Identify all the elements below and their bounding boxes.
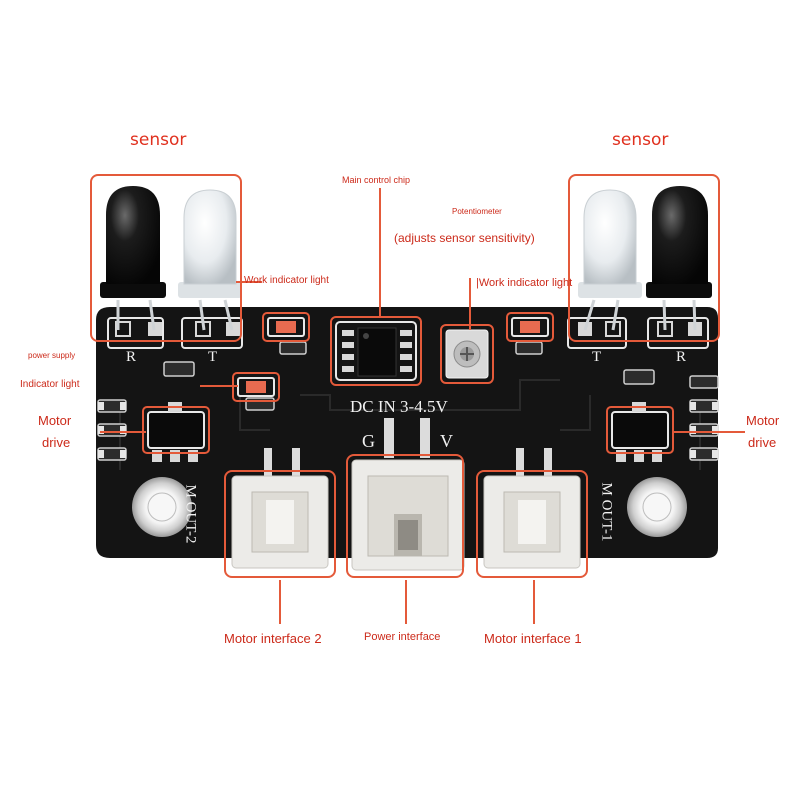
ir-emitter-left xyxy=(178,189,242,298)
power-led-box xyxy=(232,372,280,402)
motor-driver-left-box xyxy=(142,406,210,454)
ir-receiver-right xyxy=(646,186,712,298)
label-work-light-right: |Work indicator light xyxy=(476,277,573,289)
label-motor-interface-2: Motor interface 2 xyxy=(224,631,322,646)
label-motor-drive-left-1: Motor xyxy=(38,413,72,428)
sensor-left-box xyxy=(90,174,242,342)
main-chip-box xyxy=(330,316,422,386)
silk-m-out-1: M OUT-1 xyxy=(598,482,615,542)
label-motor-drive-left-2: drive xyxy=(42,435,71,450)
sensor-right-box xyxy=(568,174,720,342)
label-motor-drive-right-2: drive xyxy=(748,435,777,450)
work-led-right-box xyxy=(506,312,554,342)
motor-driver-right-box xyxy=(606,406,674,454)
work-led-left xyxy=(267,317,305,337)
silk-r-right: R xyxy=(676,349,687,365)
potentiometer xyxy=(445,329,489,379)
power-connector-body xyxy=(351,459,465,571)
silk-dc-in: DC IN 3-4.5V xyxy=(350,397,448,416)
silk-v: V xyxy=(440,431,453,451)
label-sensor-right: sensor xyxy=(612,130,669,150)
ir-emitter-right xyxy=(578,189,642,298)
silk-t-left: T xyxy=(208,349,218,365)
label-sensor-left: sensor xyxy=(130,130,187,150)
motor-connector-1-body xyxy=(483,475,581,569)
label-motor-interface-1: Motor interface 1 xyxy=(484,631,582,646)
label-power-interface: Power interface xyxy=(364,631,441,643)
motor-interface-2-box xyxy=(224,470,336,578)
label-work-light-left: Work indicator light xyxy=(244,275,329,286)
work-led-left-box xyxy=(262,312,310,342)
label-main-chip: Main control chip xyxy=(342,175,411,185)
label-potentiometer: Potentiometer xyxy=(452,207,502,216)
label-motor-drive-right-1: Motor xyxy=(746,413,780,428)
silk-r-left: R xyxy=(126,349,137,365)
label-indicator-light: Indicator light xyxy=(20,379,80,390)
motor-connector-2-body xyxy=(231,475,329,569)
label-power-supply: power supply xyxy=(28,351,76,360)
ir-receiver-left xyxy=(100,186,166,298)
silk-m-out-2: M OUT-2 xyxy=(182,484,199,544)
power-interface-box xyxy=(346,454,464,578)
silk-t-right: T xyxy=(592,349,602,365)
work-led-right xyxy=(511,317,549,337)
label-pot-note: (adjusts sensor sensitivity) xyxy=(394,231,535,245)
motor-interface-1-box xyxy=(476,470,588,578)
potentiometer-box xyxy=(440,324,494,384)
silk-g: G xyxy=(362,431,375,451)
main-chip xyxy=(335,321,417,381)
